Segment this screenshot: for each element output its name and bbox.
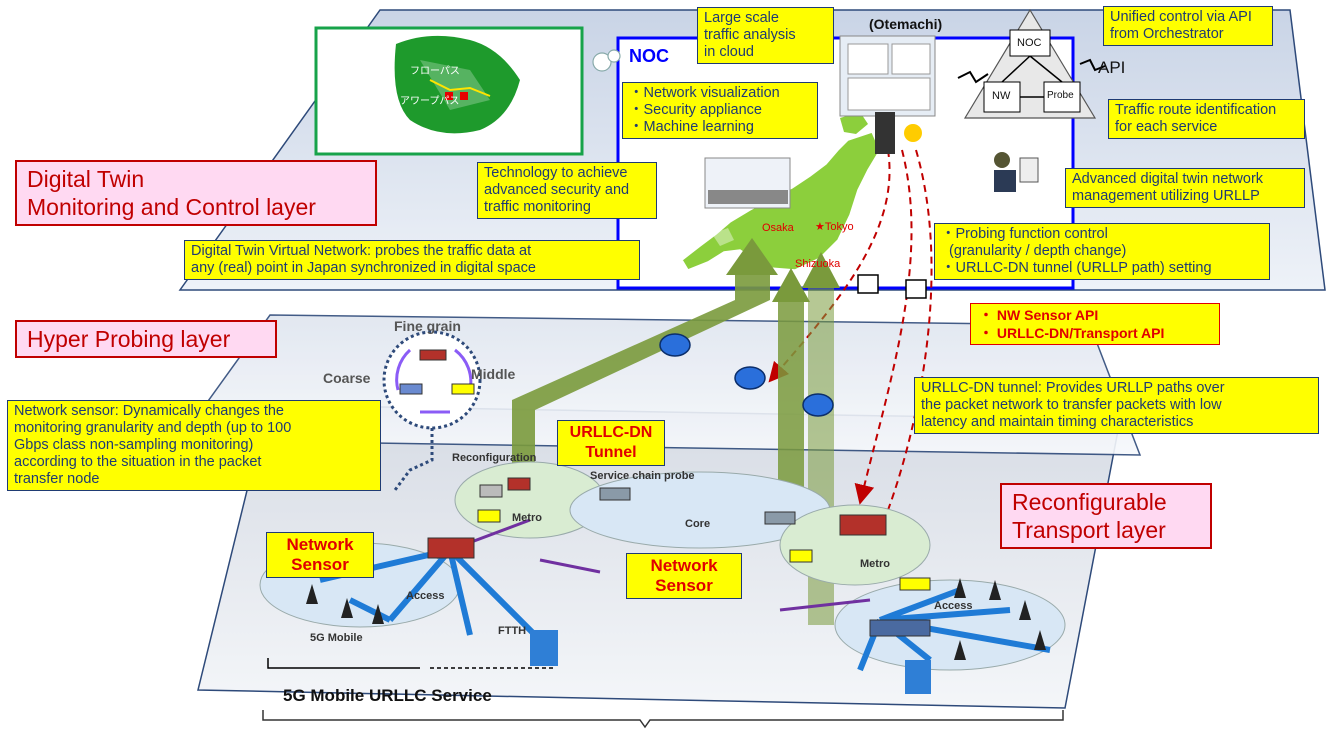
noc-title: NOC — [629, 46, 669, 66]
label-core: Core — [685, 518, 711, 530]
operator-icon — [994, 152, 1010, 168]
api-label: API — [1098, 58, 1126, 77]
callout-urllc-tunnel-line: the packet network to transfer packets w… — [921, 397, 1222, 413]
callout-route-id: Traffic route identification for each se… — [1108, 99, 1305, 139]
granularity-circle — [382, 330, 482, 430]
label-metro-right: Metro — [860, 558, 890, 570]
router-icons — [659, 333, 834, 417]
callout-functions-line: ・Security appliance — [629, 102, 762, 118]
tunnel-arrow-left — [512, 272, 770, 470]
layer-title-monitoring: Digital Twin Monitoring and Control laye… — [15, 160, 377, 226]
callout-unified-control-line: Unified control via API — [1110, 9, 1252, 25]
callout-unified-control-line: from Orchestrator — [1110, 26, 1224, 42]
server-icon — [875, 112, 895, 154]
label-access-right: Access — [934, 600, 973, 612]
label-ftth: FTTH — [498, 625, 527, 637]
granularity-middle: Middle — [471, 366, 516, 382]
layer-title-monitoring-line1: Digital Twin — [27, 166, 145, 192]
urllc-tunnel-label: URLLC-DN Tunnel — [557, 420, 665, 466]
callout-network-sensor-line: Gbps class non-sampling monitoring) — [14, 437, 254, 453]
layer-title-probing: Hyper Probing layer — [15, 320, 277, 358]
probe-line-2 — [854, 149, 913, 505]
callout-urllc-tunnel-line: URLLC-DN tunnel: Provides URLLP paths ov… — [921, 380, 1225, 396]
callout-network-sensor-line: according to the situation in the packet — [14, 454, 262, 470]
callout-unified-control: Unified control via API from Orchestrato… — [1103, 6, 1273, 46]
urllc-tunnel-label-line: URLLC-DN — [569, 424, 653, 441]
label-service-chain: Service chain probe — [590, 470, 695, 482]
layer-title-transport-line2: Transport layer — [1012, 517, 1166, 543]
network-sensor-label-left: Network Sensor — [266, 532, 374, 578]
map-text-2: アワープパス — [400, 96, 460, 107]
callout-virtual-network: Digital Twin Virtual Network: probes the… — [184, 240, 640, 280]
callout-probing-control: ・Probing function control (granularity /… — [934, 223, 1270, 280]
callout-dt-management-line: Advanced digital twin network — [1072, 171, 1264, 187]
callout-dt-management-line: management utilizing URLLP — [1072, 188, 1260, 204]
callout-dt-management: Advanced digital twin network management… — [1065, 168, 1305, 208]
callout-cloud-analysis-line: traffic analysis — [704, 27, 796, 43]
callout-security-tech-line: advanced security and — [484, 182, 630, 198]
label-metro-left: Metro — [512, 512, 542, 524]
layer-title-transport-line1: Reconfigurable — [1012, 489, 1167, 515]
layer-title-transport: Reconfigurable Transport layer — [1000, 483, 1212, 549]
callout-urllc-tunnel-line: latency and maintain timing characterist… — [921, 414, 1194, 430]
triangle-nw-label: NW — [992, 90, 1011, 102]
callout-network-sensor-desc: Network sensor: Dynamically changes the … — [7, 400, 381, 491]
label-5g-mobile: 5G Mobile — [310, 632, 363, 644]
callout-functions-line: ・Network visualization — [629, 85, 780, 101]
callout-functions-line: ・Machine learning — [629, 119, 754, 135]
granularity-coarse: Coarse — [323, 370, 371, 386]
callout-network-sensor-line: Network sensor: Dynamically changes the — [14, 403, 284, 419]
network-sensor-label-right: Network Sensor — [626, 553, 742, 599]
network-sensor-label-line: Network — [650, 556, 718, 575]
api-box-line: ・ URLLC-DN/Transport API — [979, 325, 1165, 341]
callout-urllc-tunnel-desc: URLLC-DN tunnel: Provides URLLP paths ov… — [914, 377, 1319, 434]
network-sensor-label-line: Sensor — [655, 576, 713, 595]
callout-route-id-line: for each service — [1115, 119, 1218, 135]
granularity-fine: Fine grain — [394, 318, 461, 334]
callout-virtual-network-line: any (real) point in Japan synchronized i… — [191, 260, 536, 276]
api-box-line: ・ NW Sensor API — [979, 307, 1099, 323]
callout-security-tech-line: traffic monitoring — [484, 199, 591, 215]
callout-probing-control-line: ・Probing function control — [941, 226, 1108, 242]
callout-virtual-network-line: Digital Twin Virtual Network: probes the… — [191, 243, 532, 259]
callout-probing-control-line: (granularity / depth change) — [941, 243, 1127, 259]
label-reconfiguration: Reconfiguration — [452, 452, 537, 464]
city-shizuoka: Shizuoka — [795, 258, 841, 270]
api-box: ・ NW Sensor API ・ URLLC-DN/Transport API — [970, 303, 1220, 345]
callout-cloud-analysis: Large scale traffic analysis in cloud — [697, 7, 834, 64]
urllc-tunnel-label-line: Tunnel — [585, 444, 637, 461]
layer-title-monitoring-line2: Monitoring and Control layer — [27, 194, 316, 220]
callout-network-sensor-line: monitoring granularity and depth (up to … — [14, 420, 292, 436]
network-sensor-label-line: Sensor — [291, 555, 349, 574]
device-icons — [399, 349, 931, 637]
triangle-probe-label: Probe — [1047, 90, 1074, 101]
building-icon — [530, 630, 558, 666]
callout-route-id-line: Traffic route identification — [1115, 102, 1277, 118]
noc-location: (Otemachi) — [869, 16, 943, 32]
network-sensor-label-line: Network — [286, 535, 354, 554]
service-label: 5G Mobile URLLC Service — [283, 686, 492, 705]
callout-security-tech-line: Technology to achieve — [484, 165, 628, 181]
tower-icons — [306, 578, 1046, 660]
callout-probing-control-line: ・URLLC-DN tunnel (URLLP path) setting — [941, 260, 1212, 276]
callout-cloud-analysis-line: in cloud — [704, 44, 754, 60]
tunnel-arrow-mid — [778, 300, 804, 510]
callout-network-sensor-line: transfer node — [14, 471, 100, 487]
callout-functions: ・Network visualization ・Security applian… — [622, 82, 818, 139]
callout-cloud-analysis-line: Large scale — [704, 10, 779, 26]
map-text-1: フローパス — [410, 66, 460, 77]
layer-title-probing-text: Hyper Probing layer — [27, 326, 231, 352]
callout-security-tech: Technology to achieve advanced security … — [477, 162, 657, 219]
triangle-noc-label: NOC — [1017, 37, 1042, 49]
city-osaka: Osaka — [762, 222, 794, 234]
label-access-left: Access — [406, 590, 445, 602]
city-tokyo: ★Tokyo — [815, 221, 854, 233]
